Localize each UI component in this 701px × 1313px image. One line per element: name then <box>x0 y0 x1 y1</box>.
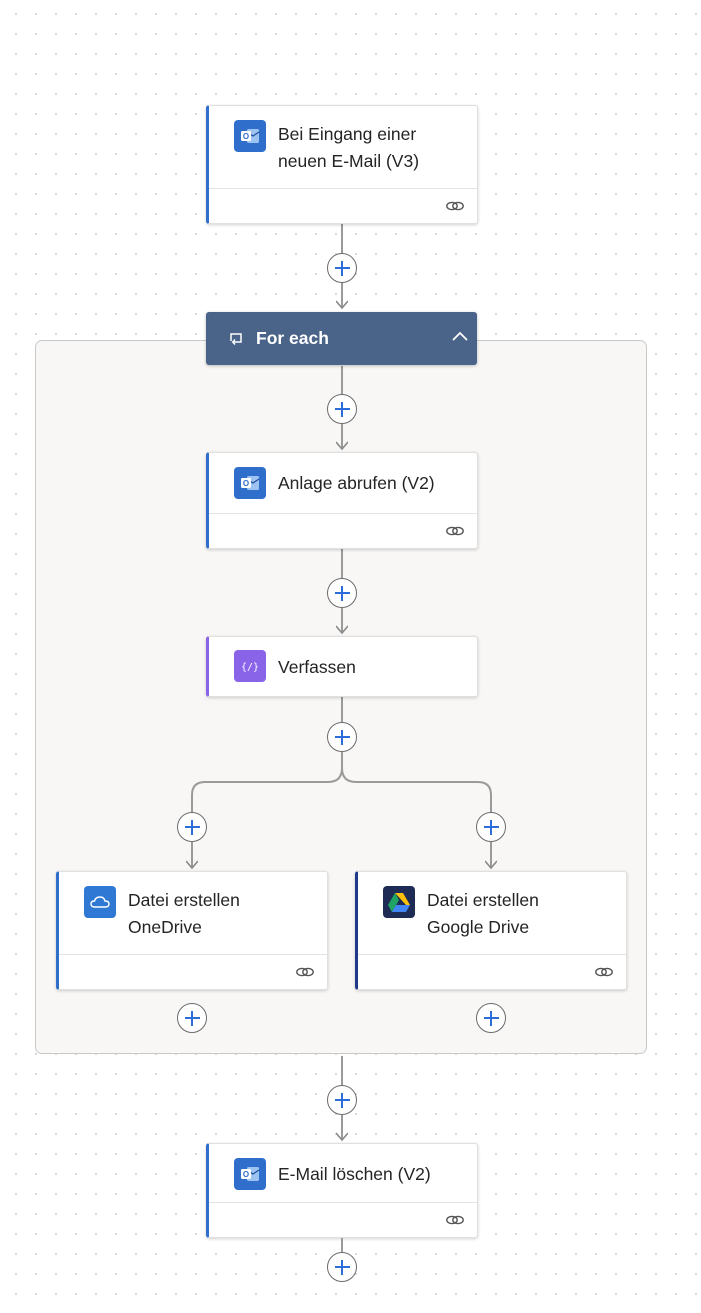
add-step-button-right-branch[interactable] <box>476 812 506 842</box>
add-step-button[interactable] <box>327 253 357 283</box>
connection-link-icon[interactable] <box>445 1213 465 1227</box>
step-card-get-attachment[interactable]: O Anlage abrufen (V2) <box>206 452 478 549</box>
add-step-button[interactable] <box>327 722 357 752</box>
step-title: Datei erstellen Google Drive <box>427 890 539 937</box>
svg-text:O: O <box>243 132 249 141</box>
loop-icon <box>230 333 242 345</box>
connection-link-icon[interactable] <box>295 965 315 979</box>
add-step-button-left-branch[interactable] <box>177 812 207 842</box>
step-card-compose[interactable]: {/} Verfassen <box>206 636 478 697</box>
step-title: Anlage abrufen (V2) <box>278 473 435 493</box>
step-footer <box>358 954 626 989</box>
step-card-create-file-google-drive[interactable]: Datei erstellen Google Drive <box>355 871 627 990</box>
step-card-create-file-onedrive[interactable]: Datei erstellen OneDrive <box>56 871 328 990</box>
add-step-button[interactable] <box>327 394 357 424</box>
step-card-delete-email[interactable]: O E-Mail löschen (V2) <box>206 1143 478 1238</box>
chevron-up-icon[interactable] <box>451 330 469 342</box>
connection-link-icon[interactable] <box>445 199 465 213</box>
add-step-button[interactable] <box>327 1085 357 1115</box>
svg-text:{/}: {/} <box>241 662 259 673</box>
step-title: Datei erstellen OneDrive <box>128 890 240 937</box>
step-footer <box>209 1202 477 1237</box>
foreach-header[interactable]: For each <box>206 312 477 365</box>
add-step-button-left-branch-end[interactable] <box>177 1003 207 1033</box>
outlook-icon: O <box>234 120 266 152</box>
outlook-icon: O <box>234 467 266 499</box>
step-card-new-email-trigger[interactable]: O Bei Eingang einer neuen E-Mail (V3) <box>206 105 478 224</box>
step-footer <box>209 188 477 223</box>
svg-text:O: O <box>243 1170 249 1179</box>
svg-text:O: O <box>243 479 249 488</box>
foreach-label: For each <box>256 328 329 348</box>
step-title: Verfassen <box>278 657 356 677</box>
google-drive-icon <box>383 886 415 918</box>
outlook-icon: O <box>234 1158 266 1190</box>
onedrive-icon <box>84 886 116 918</box>
step-title: Bei Eingang einer neuen E-Mail (V3) <box>278 124 420 171</box>
add-step-button-end[interactable] <box>327 1252 357 1282</box>
add-step-button[interactable] <box>327 578 357 608</box>
connection-link-icon[interactable] <box>594 965 614 979</box>
step-footer <box>59 954 327 989</box>
connection-link-icon[interactable] <box>445 524 465 538</box>
step-footer <box>209 513 477 548</box>
add-step-button-right-branch-end[interactable] <box>476 1003 506 1033</box>
compose-icon: {/} <box>234 650 266 682</box>
step-title: E-Mail löschen (V2) <box>278 1164 431 1184</box>
